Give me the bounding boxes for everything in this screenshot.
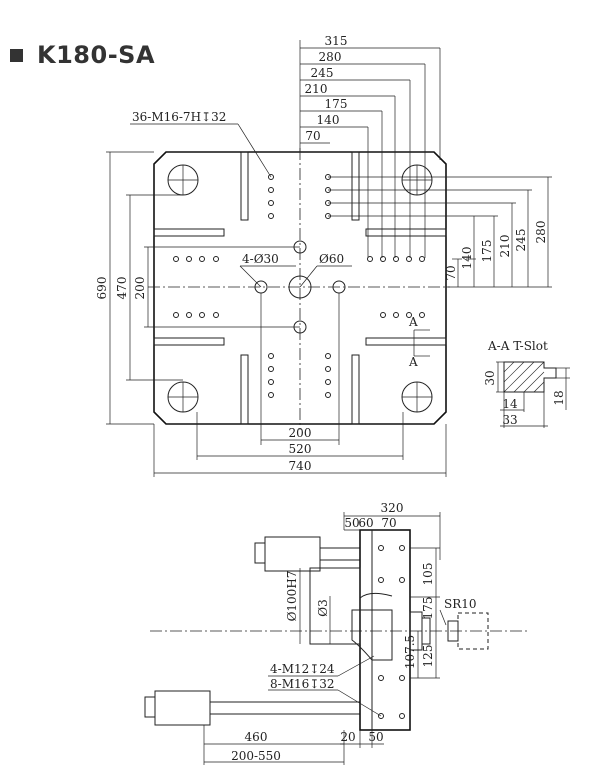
page-title: K180-SA <box>37 41 156 69</box>
dim-740: 740 <box>289 459 312 473</box>
center-bore-label: Ø60 <box>319 252 344 266</box>
dim-140: 140 <box>317 113 340 127</box>
t-slots <box>153 151 447 425</box>
dim-210-right: 210 <box>498 235 512 258</box>
title-square-icon <box>10 48 23 62</box>
dim-315: 315 <box>325 34 348 48</box>
section-mark-upper: A <box>408 315 418 329</box>
side-dim-125: 125 <box>421 645 435 668</box>
dim-70: 70 <box>305 129 320 143</box>
dim-280-right: 280 <box>534 221 548 244</box>
tslot-dim-18: 18 <box>552 390 566 405</box>
left-dimensions <box>106 151 300 425</box>
platen-top-view: 315 280 245 210 175 140 70 280 245 210 1… <box>95 34 552 477</box>
small-bore-label: Ø3 <box>316 599 330 616</box>
locating-hole-label: 4-Ø30 <box>242 252 279 266</box>
dim-245: 245 <box>311 66 334 80</box>
dim-520: 520 <box>289 442 312 456</box>
side-dim-70: 70 <box>381 516 396 530</box>
dim-210: 210 <box>305 82 328 96</box>
side-dim-20: 20 <box>340 730 355 744</box>
side-dim-107-5: 107.5 <box>403 635 417 669</box>
tslot-detail: A-A T-Slot 30 18 14 33 <box>483 339 570 428</box>
dim-200-bottom: 200 <box>289 426 312 440</box>
right-dimensions <box>328 176 552 288</box>
side-dim-460: 460 <box>245 730 268 744</box>
dim-245-right: 245 <box>514 229 528 252</box>
tslot-dim-14: 14 <box>502 397 518 411</box>
tie-bar-holes <box>167 164 433 413</box>
tslot-title: A-A T-Slot <box>487 339 548 353</box>
bottom-dimensions <box>153 293 447 477</box>
top-dimensions <box>299 40 441 258</box>
side-dim-175: 175 <box>421 597 435 620</box>
dim-175-right: 175 <box>480 240 494 263</box>
threaded-holes <box>173 174 425 398</box>
side-dim-105: 105 <box>421 563 435 586</box>
side-dim-50-bottom: 50 <box>368 730 383 744</box>
side-dim-320: 320 <box>381 501 404 515</box>
bore-label: Ø100H7 <box>285 571 299 622</box>
side-dim-200-550: 200-550 <box>231 749 281 763</box>
dim-175: 175 <box>325 97 348 111</box>
side-dim-50: 50 <box>344 516 359 530</box>
dim-140-right: 140 <box>460 247 474 270</box>
m12-label: 4-M12↧24 <box>270 662 335 676</box>
thread-spec-label: 36-M16-7H↧32 <box>132 110 226 124</box>
side-platen <box>359 529 411 731</box>
dim-690: 690 <box>95 277 109 300</box>
tslot-dim-33: 33 <box>502 413 517 427</box>
tslot-dim-30: 30 <box>483 370 497 385</box>
dim-470: 470 <box>115 277 129 300</box>
section-mark-lower: A <box>408 355 418 369</box>
m16-label: 8-M16↧32 <box>270 677 335 691</box>
dim-280: 280 <box>319 50 342 64</box>
side-dim-60: 60 <box>358 516 373 530</box>
dim-200: 200 <box>133 277 147 300</box>
dim-70-right: 70 <box>444 265 458 280</box>
side-view: 320 50 60 70 105 175 107.5 125 SR10 Ø100… <box>144 501 530 765</box>
sr-label: SR10 <box>444 597 477 611</box>
title-row: K180-SA <box>10 40 155 70</box>
